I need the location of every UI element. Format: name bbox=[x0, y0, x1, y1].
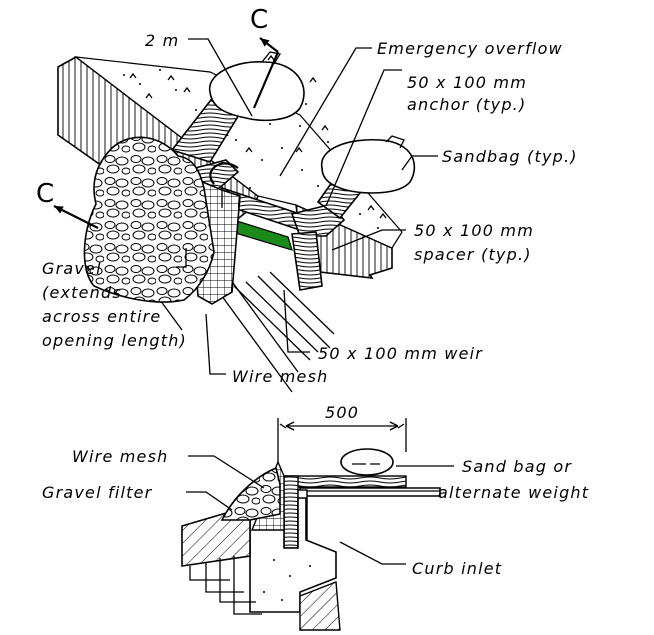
dimension-500-label: 500 bbox=[325, 403, 359, 422]
width-label: 2 m bbox=[145, 31, 179, 50]
sandbag-left-tie bbox=[261, 51, 282, 65]
section-anchor-timber bbox=[279, 475, 407, 488]
weir-label: 50 x 100 mm weir bbox=[318, 344, 483, 363]
anchor-label-line1: 50 x 100 mm bbox=[407, 73, 527, 92]
section-cut-right bbox=[252, 37, 280, 109]
section-weir bbox=[283, 475, 299, 549]
sandbag-label: Sandbag (typ.) bbox=[442, 147, 578, 166]
curb-inlet-label: Curb inlet bbox=[412, 559, 502, 578]
emergency-overflow-label: Emergency overflow bbox=[377, 39, 563, 58]
spacer-label-line1: 50 x 100 mm bbox=[414, 221, 534, 240]
leader-lines-section bbox=[186, 455, 454, 565]
sand-bag-label-line1: Sand bag or bbox=[462, 457, 572, 476]
ground-slope-lines bbox=[121, 247, 335, 393]
wire-mesh-label-section: Wire mesh bbox=[72, 447, 168, 466]
right-anchor-post bbox=[291, 231, 323, 291]
curb-subgrade bbox=[299, 581, 341, 631]
leader-lines-top bbox=[176, 38, 438, 375]
gravel-filter-label: Gravel filter bbox=[42, 483, 153, 502]
section-gravel-filter bbox=[220, 466, 281, 521]
sandbag-right-tie bbox=[385, 135, 405, 149]
road-base-lines bbox=[189, 556, 262, 615]
section-mark-right: C bbox=[250, 5, 268, 35]
section-view: 500 bbox=[42, 403, 589, 631]
gravel-pile-top bbox=[83, 136, 215, 303]
isometric-view: C C 2 m Emergency overflow 50 x 100 mm a… bbox=[36, 5, 578, 393]
sandbag-left bbox=[209, 61, 305, 122]
wire-mesh-label-top: Wire mesh bbox=[232, 367, 328, 386]
section-cut-left bbox=[53, 205, 99, 229]
gravel-label-line1: Gravel bbox=[42, 259, 102, 278]
sand-bag-label-line2: alternate weight bbox=[438, 483, 589, 502]
section-mark-left: C bbox=[36, 179, 54, 209]
section-sandbag bbox=[340, 448, 394, 476]
wire-tie bbox=[209, 162, 239, 185]
gravel-label-line3: across entire bbox=[42, 307, 161, 326]
sandbag-right bbox=[321, 138, 416, 194]
dimension-line bbox=[277, 418, 407, 464]
gravel-label-line2: (extends bbox=[42, 283, 122, 302]
gravel-label-line4: opening length) bbox=[42, 331, 187, 350]
curb-slab bbox=[299, 487, 441, 497]
anchor-label-line2: anchor (typ.) bbox=[407, 95, 526, 114]
spacer-label-line2: spacer (typ.) bbox=[414, 245, 532, 264]
